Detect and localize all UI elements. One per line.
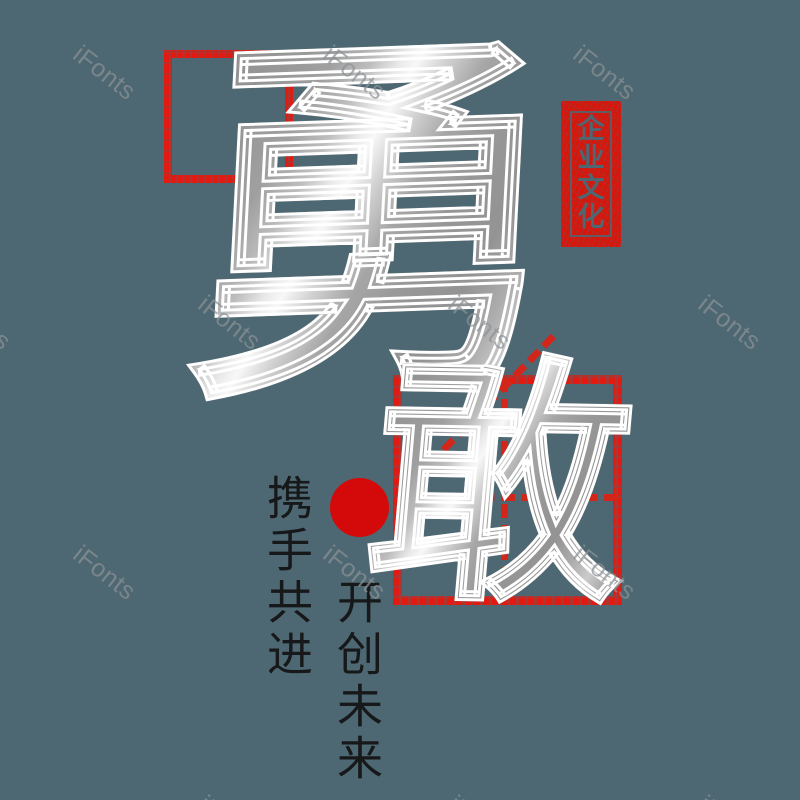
watermark-ifonts: iFonts bbox=[442, 790, 516, 800]
watermark-ifonts: iFonts bbox=[67, 40, 142, 106]
watermark-ifonts: iFonts bbox=[0, 790, 16, 800]
slogan-column-join-hands: 携手共进 bbox=[260, 474, 314, 682]
seal-char-2: 业 bbox=[577, 143, 605, 175]
red-dot-accent bbox=[330, 478, 389, 537]
seal-char-4: 化 bbox=[577, 202, 605, 234]
watermark-ifonts: iFonts bbox=[192, 790, 266, 800]
watermark-ifonts: iFonts bbox=[0, 290, 17, 356]
bottom-right-red-frame bbox=[393, 375, 622, 605]
watermark-ifonts: iFonts bbox=[692, 290, 767, 356]
watermark-ifonts: iFonts bbox=[67, 540, 142, 606]
watermark-ifonts: iFonts bbox=[692, 790, 766, 800]
top-left-red-frame bbox=[164, 50, 293, 183]
seal-char-1: 企 bbox=[577, 113, 605, 145]
seal-inner-border bbox=[570, 111, 612, 237]
watermark-ifonts: iFonts bbox=[192, 290, 267, 356]
watermark-ifonts: iFonts bbox=[317, 40, 392, 106]
seal-text: 企 业 文 化 bbox=[564, 104, 618, 244]
corporate-culture-seal: 企 业 文 化 bbox=[561, 101, 621, 247]
watermark-ifonts: iFonts bbox=[442, 290, 517, 356]
slogan-column-create-future: 开创未来 bbox=[330, 578, 384, 786]
seal-char-3: 文 bbox=[577, 172, 605, 204]
watermark-ifonts: iFonts bbox=[567, 40, 642, 106]
